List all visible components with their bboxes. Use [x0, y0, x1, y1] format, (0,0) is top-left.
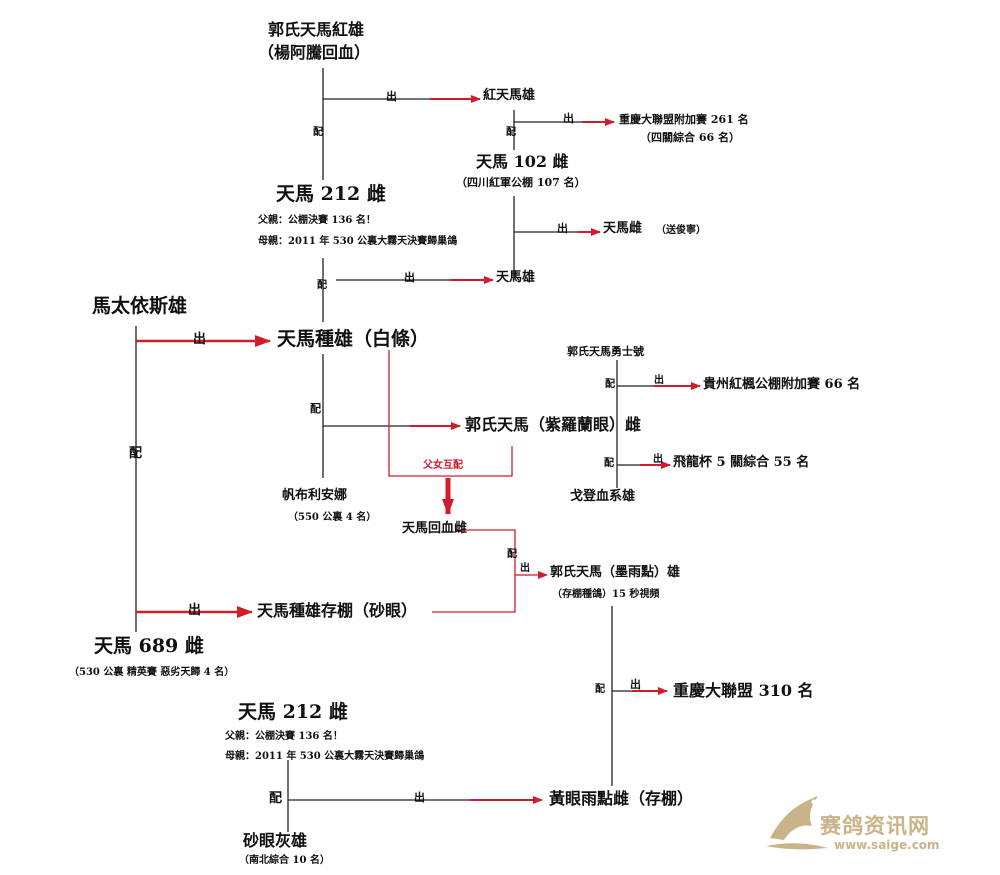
node-zhong-xiong-cun: 天馬種雄存棚（砂眼）: [257, 601, 418, 620]
node-guo-yongshi: 郭氏天馬勇士號: [567, 345, 644, 358]
node-tianma-ci-gift: 天馬雌: [603, 221, 643, 236]
label-pei-5: 配: [310, 402, 321, 415]
watermark-url: www.saige.com: [834, 838, 940, 852]
node-tianma-ci-gift-sub: （送俊寧）: [656, 225, 706, 236]
node-huangyan: 黃眼雨點雌（存棚）: [549, 789, 694, 808]
node-fanbu-sub: （550 公裏 4 名）: [288, 512, 377, 523]
node-gedeng: 戈登血系雄: [570, 489, 636, 504]
label-pei-7: 配: [604, 458, 614, 469]
node-father-daughter: 父女互配: [423, 460, 463, 471]
node-tianma-212-top: 天馬 212 雌: [276, 183, 386, 205]
node-tianma-212-top-mother: 母親：2011 年 530 公裏大霧天決賽歸巢鴿: [258, 236, 458, 247]
label-chu-10: 出: [630, 678, 641, 691]
node-tianma-102-sub: （四川紅軍公棚 107 名）: [456, 176, 586, 189]
label-pei-1: 配: [313, 127, 323, 138]
node-tianma-212-bot-mother: 母親：2011 年 530 公裏大霧天決賽歸巢鴿: [225, 751, 425, 762]
node-fanbu: 帆布利安娜: [282, 488, 348, 503]
label-chu-4: 出: [404, 271, 415, 284]
watermark-name: 赛鸽资讯网: [820, 814, 930, 838]
node-tianma-xiong: 天馬雄: [496, 270, 536, 285]
node-chongqing-261-sub: （四關綜合 66 名）: [640, 131, 740, 144]
node-tianma-212-top-father: 父親：公棚決賽 136 名！: [258, 215, 376, 226]
node-shayan-hui-sub: （南北綜合 10 名）: [239, 855, 330, 866]
line-huixue-cun: [432, 529, 516, 613]
node-tianma-689: 天馬 689 雌: [94, 635, 204, 657]
node-guo-ziluolan: 郭氏天馬（紫羅蘭眼）雌: [465, 415, 642, 434]
label-chu-3: 出: [557, 222, 568, 235]
label-chu-2: 出: [563, 112, 574, 125]
node-guo-moyudian-sub: （存棚種鴿）15 秒視頻: [552, 589, 660, 600]
node-guo-moyudian: 郭氏天馬（墨雨點）雄: [550, 565, 681, 580]
node-tianma-102: 天馬 102 雌: [476, 152, 569, 171]
label-chu-7: 出: [653, 454, 663, 465]
label-pei-6: 配: [605, 379, 615, 390]
node-feilong-55: 飛龍杯 5 關綜合 55 名: [673, 455, 810, 470]
node-shayan-hui: 砂眼灰雄: [243, 831, 308, 850]
node-chongqing-310: 重慶大聯盟 310 名: [673, 681, 814, 700]
node-zhong-xiong-bai: 天馬種雄（白條）: [277, 328, 430, 350]
label-chu-5: 出: [193, 332, 207, 347]
label-chu-6: 出: [654, 375, 664, 386]
node-tianma-212-bot: 天馬 212 雌: [238, 701, 348, 723]
label-pei-2: 配: [506, 127, 516, 138]
label-pei-4: 配: [129, 446, 143, 461]
node-guo-tianma-hong-sub: （楊阿騰回血）: [258, 43, 371, 62]
line-father-daughter: [388, 350, 513, 477]
node-chongqing-261: 重慶大聯盟附加賽 261 名: [619, 113, 749, 126]
watermark: 赛鸽资讯网 www.saige.com: [762, 782, 982, 862]
node-tianma-212-bot-father: 父親：公棚決賽 136 名！: [225, 731, 343, 742]
node-guizhou-66: 貴州紅楓公棚附加賽 66 名: [703, 377, 861, 392]
node-guo-tianma-hong: 郭氏天馬紅雄: [268, 20, 365, 39]
label-chu-9: 出: [188, 603, 202, 618]
label-chu-11: 出: [414, 791, 425, 804]
label-pei-9: 配: [595, 684, 605, 695]
pigeon-logo-icon: [766, 796, 828, 850]
node-hong-tianma: 紅天馬雄: [483, 88, 536, 103]
label-chu-1: 出: [386, 90, 397, 103]
node-ma-tai: 馬太依斯雄: [92, 295, 188, 317]
label-chu-8: 出: [520, 563, 530, 574]
node-huixue-ci: 天馬回血雌: [402, 521, 468, 536]
label-pei-8: 配: [507, 549, 517, 560]
node-tianma-689-sub: （530 公裏 精英賽 惡劣天歸 4 名）: [69, 667, 235, 678]
label-pei-3: 配: [317, 280, 327, 291]
label-pei-10: 配: [269, 791, 283, 806]
